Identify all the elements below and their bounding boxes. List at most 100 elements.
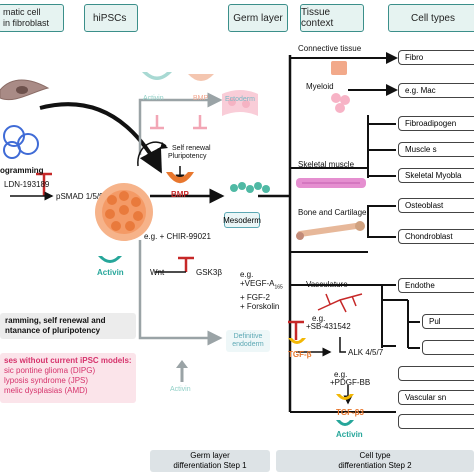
- disease-box-title: ses without current iPSC models:: [4, 356, 132, 365]
- reprogramming-vectors-icon: [3, 125, 39, 159]
- self-renewal-arrow-icon: [137, 141, 168, 167]
- pluripotency-label: Pluripotency: [168, 153, 207, 160]
- forskolin-label: + Forskolin: [240, 301, 280, 311]
- header-tissue-context-label: Tissue context: [301, 7, 334, 29]
- header-germ-layer: Germ layer: [228, 4, 288, 32]
- vegf-eg: e.g.: [240, 270, 254, 279]
- alk-label: ALK 4/5/7: [348, 348, 384, 357]
- bmp-mid-label: BMP: [171, 190, 189, 199]
- hipsc-colony-icon: [95, 183, 153, 241]
- psmad-label: pSMAD 1/5/9: [56, 192, 104, 201]
- fgf-label: + FGF-2: [240, 292, 271, 302]
- celltype-chondroblast-label: Chondroblast: [405, 232, 453, 241]
- activin-top-icon: [142, 72, 172, 80]
- celltype-skeletal-myoblast-label: Skeletal Myobla: [405, 171, 462, 180]
- tissue-connective: Connective tissue: [298, 44, 362, 53]
- activin-left-label: Activin: [97, 268, 124, 277]
- pdgf-label: +PDGF-BB: [330, 378, 371, 387]
- tgfb3-label: TGF-β3: [336, 408, 364, 417]
- disease-dipg: sic pontine glioma (DIPG): [4, 366, 96, 375]
- header-hipscs-label: hiPSCs: [93, 12, 127, 24]
- wnt-label: Wnt: [150, 268, 165, 277]
- bmp-mid-icon: [166, 172, 194, 183]
- vegf-factor-block: e.g. +VEGF-A165 + FGF-2 + Forskolin: [240, 270, 283, 311]
- celltype-muscle-stem-label: Muscle s: [405, 145, 437, 154]
- step1-line2: differentiation Step 1: [173, 461, 247, 470]
- celltype-fibroadipogenic: Fibroadipogen: [398, 116, 474, 131]
- celltype-blank-1: [422, 340, 474, 355]
- vasculature-icon: [317, 293, 363, 313]
- programming-label: ogramming: [0, 166, 44, 175]
- celltype-skeletal-myoblast: Skeletal Myobla: [398, 168, 474, 183]
- self-renewal-label: Self renewal: [172, 145, 211, 152]
- celltype-osteoblast-label: Osteoblast: [405, 201, 444, 210]
- tgfb-icon: [288, 338, 306, 344]
- bmp-top-label: BMP: [193, 95, 209, 102]
- maintenance-line2: ntanance of pluripotency: [5, 326, 101, 335]
- sb-label: +SB-431542: [306, 322, 351, 331]
- ldn-label: LDN-193189: [4, 180, 50, 189]
- header-somatic-line1: matic cell: [3, 7, 41, 17]
- step2-box: Cell type differentiation Step 2: [276, 450, 474, 472]
- celltype-vascular-smooth-muscle: Vascular sn: [398, 390, 474, 405]
- celltype-macrophage: e.g. Mac: [398, 83, 474, 98]
- tgfb3-icon: [336, 394, 354, 400]
- ectoderm-label: Ectoderm: [225, 96, 255, 103]
- skeletal-muscle-icon: [296, 178, 366, 188]
- celltype-pulmonary-label: Pul: [429, 317, 441, 326]
- celltype-endothelial: Endothe: [398, 278, 474, 293]
- celltype-fibroblast-label: Fibro: [405, 53, 424, 62]
- maintenance-box: ramming, self renewal and ntanance of pl…: [0, 313, 136, 339]
- step1-line1: Germ layer: [190, 451, 230, 460]
- activin-low-label: Activin: [336, 430, 363, 439]
- connective-tissue-icon: [331, 61, 347, 75]
- celltype-endothelial-label: Endothe: [405, 281, 435, 290]
- tissue-bone: Bone and Cartilage: [298, 208, 367, 217]
- header-tissue-context: Tissue context: [300, 4, 364, 32]
- myeloid-cells-icon: [331, 93, 350, 113]
- activin-low-icon: [336, 420, 354, 426]
- header-hipscs: hiPSCs: [84, 4, 138, 32]
- fibroblast-cell-icon: [0, 79, 50, 101]
- celltype-blank-2: [398, 366, 474, 381]
- mesoderm-label: Mesoderm: [223, 215, 261, 225]
- activin-left-icon: [98, 256, 122, 263]
- mesoderm-box: Mesoderm: [223, 212, 261, 228]
- bmp-top-icon: [188, 74, 214, 81]
- celltype-muscle-stem: Muscle s: [398, 142, 474, 157]
- celltype-blank-3: [398, 414, 474, 429]
- celltype-macrophage-label: e.g. Mac: [405, 86, 436, 95]
- activin-bottom-label: Activin: [170, 386, 191, 393]
- bone-icon: [296, 221, 365, 240]
- celltype-fibroblast: Fibro: [398, 50, 474, 65]
- step1-box: Germ layer differentiation Step 1: [150, 450, 270, 472]
- definitive-line2: endoderm: [232, 341, 264, 348]
- disease-box: ses without current iPSC models: sic pon…: [0, 353, 136, 403]
- header-cell-types: Cell types: [388, 4, 474, 32]
- tissue-skeletal: Skeletal muscle: [298, 160, 355, 169]
- header-somatic-line2: in fibroblast: [3, 18, 50, 28]
- sb-eg: e.g.: [312, 314, 326, 323]
- vegf-label: +VEGF-A: [240, 279, 275, 288]
- header-cell-types-label: Cell types: [411, 12, 455, 24]
- celltype-fibroadipogenic-label: Fibroadipogen: [405, 119, 457, 128]
- celltype-pulmonary: Pul: [422, 314, 474, 329]
- disease-jps: lyposis syndrome (JPS): [4, 376, 89, 385]
- mesoderm-cells-icon: [230, 182, 270, 193]
- tissue-myeloid: Myeloid: [306, 82, 334, 91]
- header-germ-layer-label: Germ layer: [233, 12, 283, 24]
- header-somatic-cell: matic cell in fibroblast: [0, 4, 64, 32]
- celltype-osteoblast: Osteoblast: [398, 198, 474, 213]
- step2-line1: Cell type: [359, 451, 391, 460]
- gsk-label: GSK3β: [196, 268, 222, 277]
- tissue-vasculature: Vasculature: [306, 280, 348, 289]
- chir-label: e.g. + CHIR-99021: [144, 232, 211, 241]
- definitive-line1: Definitive: [233, 333, 263, 340]
- vegf-subscript: 165: [274, 284, 283, 291]
- disease-amd: melic dysplasias (AMD): [4, 386, 88, 395]
- activin-top-label: Activin: [143, 95, 164, 102]
- step2-line2: differentiation Step 2: [338, 461, 412, 470]
- celltype-vascular-smooth-muscle-label: Vascular sn: [405, 393, 447, 402]
- definitive-endoderm-box: Definitive endoderm: [226, 330, 270, 352]
